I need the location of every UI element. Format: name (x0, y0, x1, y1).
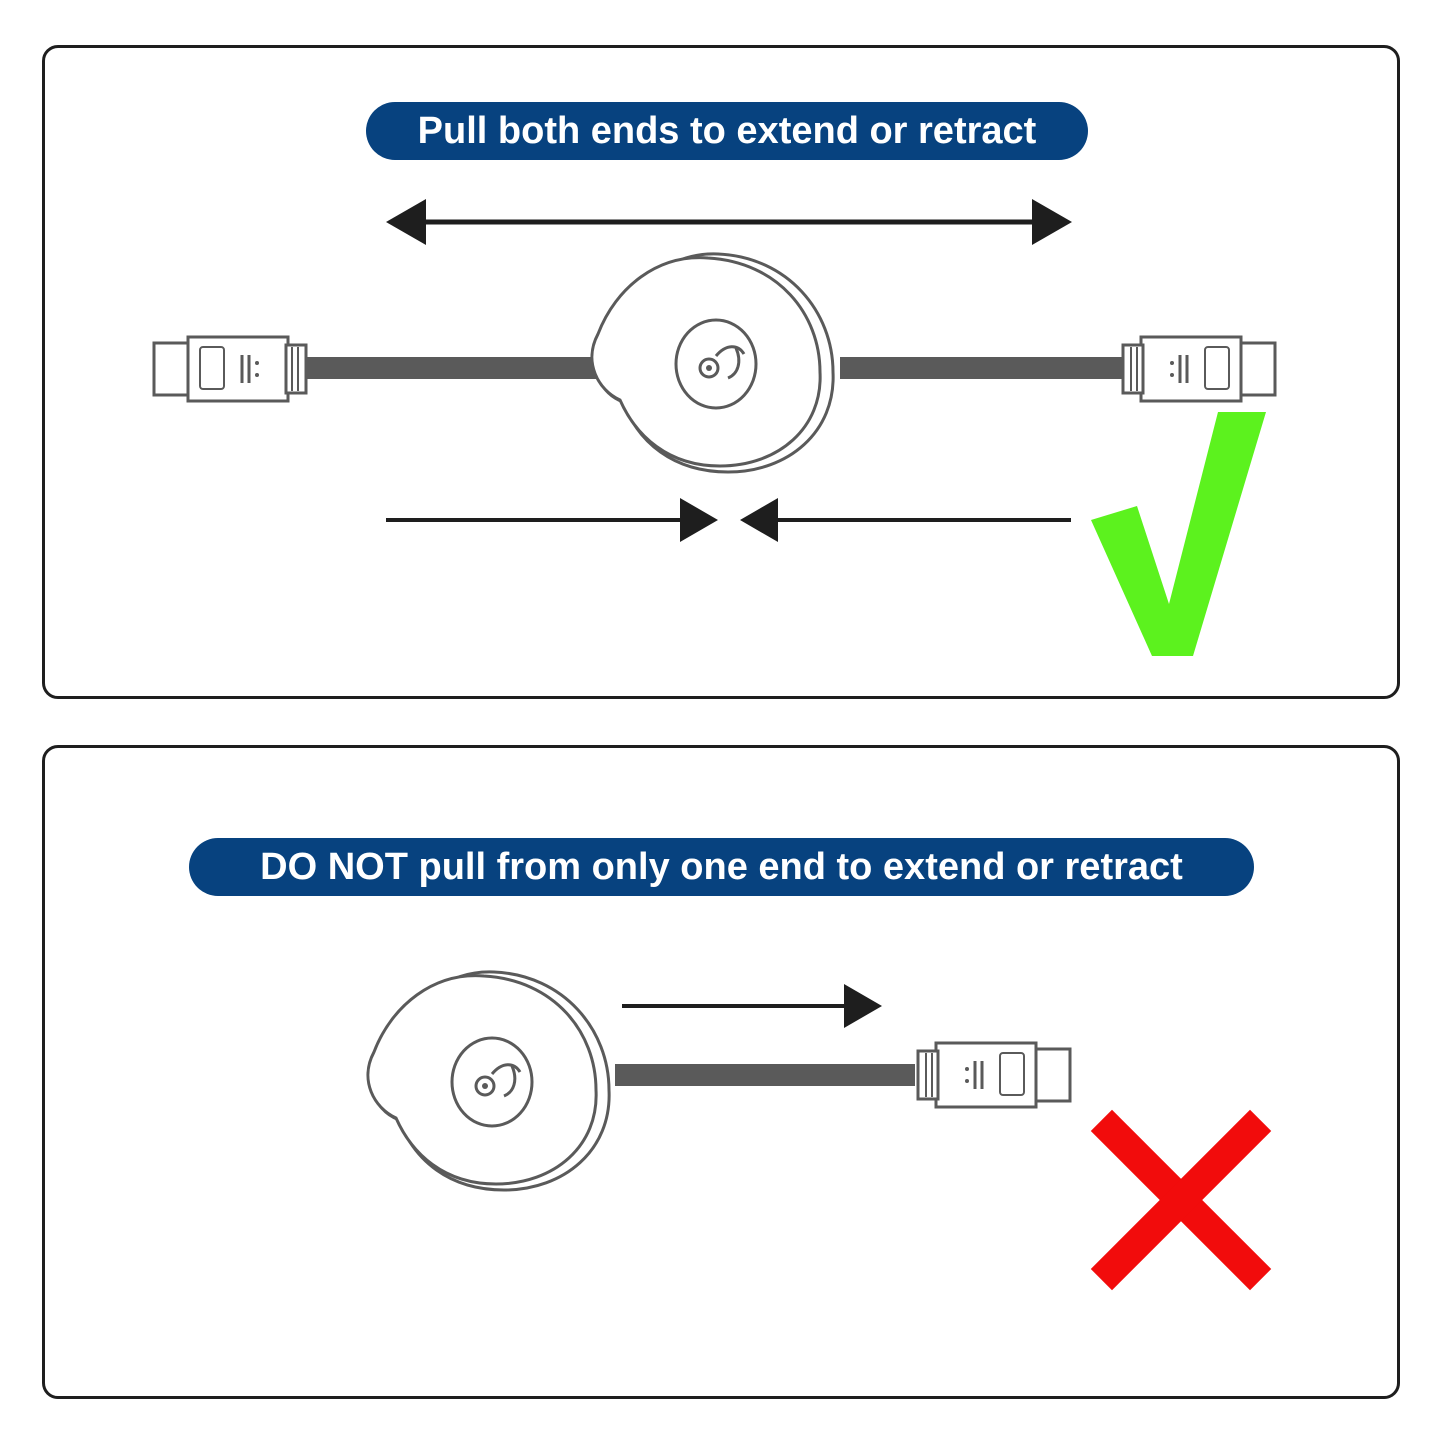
cable-left (305, 357, 605, 379)
retract-arrows-icon (386, 498, 1071, 542)
cable-reel-single (366, 970, 611, 1192)
instruction-banner-correct: Pull both ends to extend or retract (366, 102, 1088, 160)
cable-single (615, 1064, 915, 1086)
cable-reel (590, 252, 835, 474)
connector-right (1121, 335, 1277, 403)
cable-right (840, 357, 1122, 379)
instruction-banner-incorrect: DO NOT pull from only one end to extend … (189, 838, 1254, 896)
connector-left (152, 335, 308, 403)
extend-arrow-icon (386, 199, 1072, 245)
pull-one-end-arrow-icon (622, 984, 882, 1028)
checkmark-icon (1091, 412, 1266, 656)
connector-single (916, 1041, 1072, 1109)
cross-icon (1090, 1109, 1272, 1291)
